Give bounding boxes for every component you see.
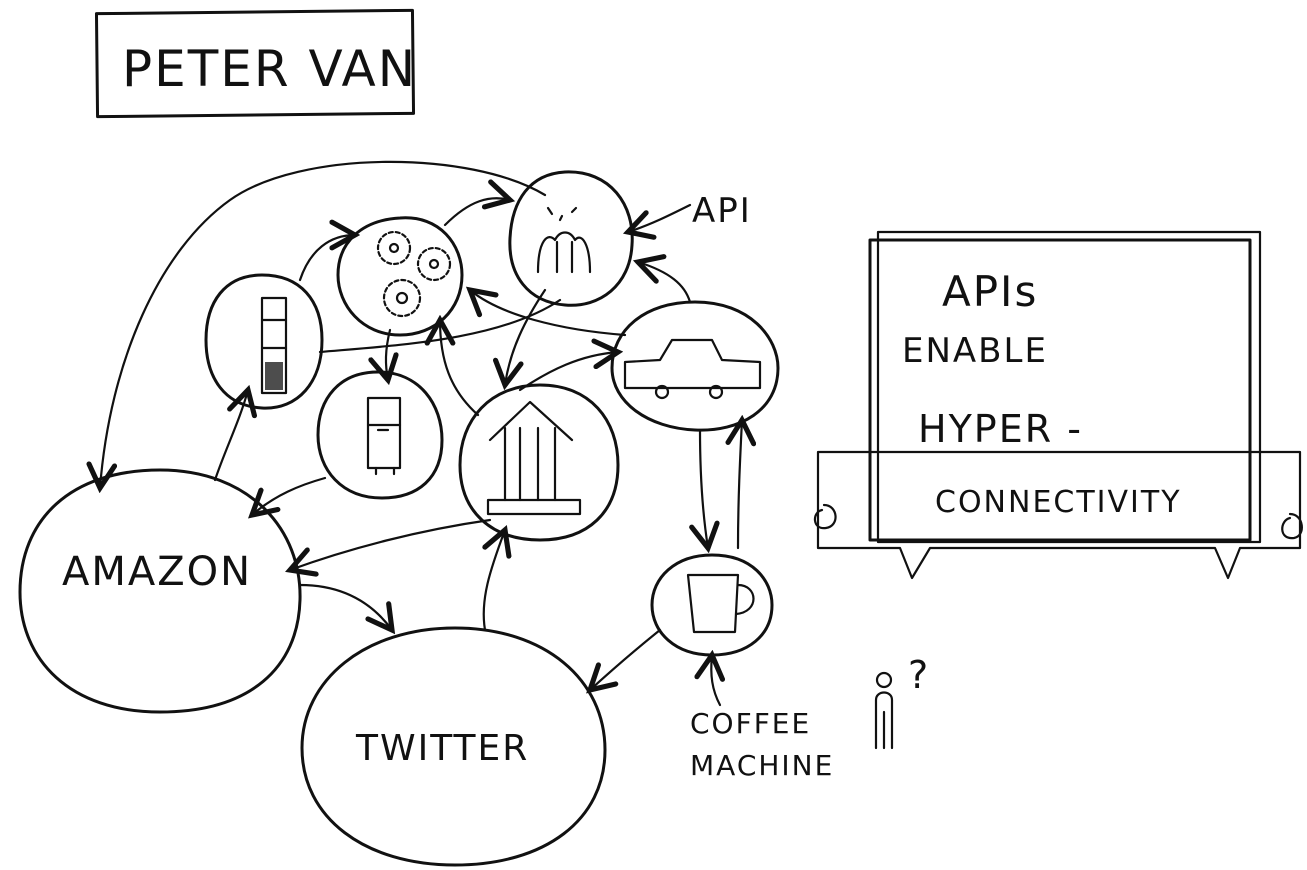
question-mark: ? <box>908 653 930 697</box>
board-line-2: ENABLE <box>902 331 1048 371</box>
coffee-label-line1: COFFEE <box>690 707 811 740</box>
coffee-machine-node <box>650 553 774 657</box>
gears-node <box>336 216 464 337</box>
amazon-label: AMAZON <box>62 549 252 595</box>
house-node <box>458 383 620 542</box>
api-node <box>508 170 634 307</box>
coffee-label-line2: MACHINE <box>690 749 834 782</box>
api-face-icon <box>536 206 592 274</box>
car-icon <box>623 338 762 400</box>
twitter-node: TWITTER <box>300 626 607 867</box>
amazon-node: AMAZON <box>18 468 302 714</box>
fridge-node <box>316 370 444 500</box>
message-board: APIs ENABLE HYPER - CONNECTIVITY <box>813 230 1303 580</box>
title-box: PETER VAN <box>94 8 417 119</box>
api-label: API <box>692 191 752 231</box>
car-node <box>610 300 780 432</box>
person-icon <box>874 671 894 750</box>
coffee-cup-icon <box>686 573 755 634</box>
twitter-label: TWITTER <box>355 728 529 769</box>
board-line-1: APIs <box>942 267 1038 316</box>
house-icon <box>486 400 582 516</box>
gears-icon <box>376 230 452 318</box>
board-line-3: HYPER - <box>918 407 1083 451</box>
board-line-4: CONNECTIVITY <box>935 485 1182 520</box>
page-title: PETER VAN <box>122 40 417 98</box>
phone-icon <box>260 296 288 395</box>
phone-node <box>204 273 324 410</box>
fridge-icon <box>366 396 402 476</box>
connection-lines <box>100 160 742 707</box>
